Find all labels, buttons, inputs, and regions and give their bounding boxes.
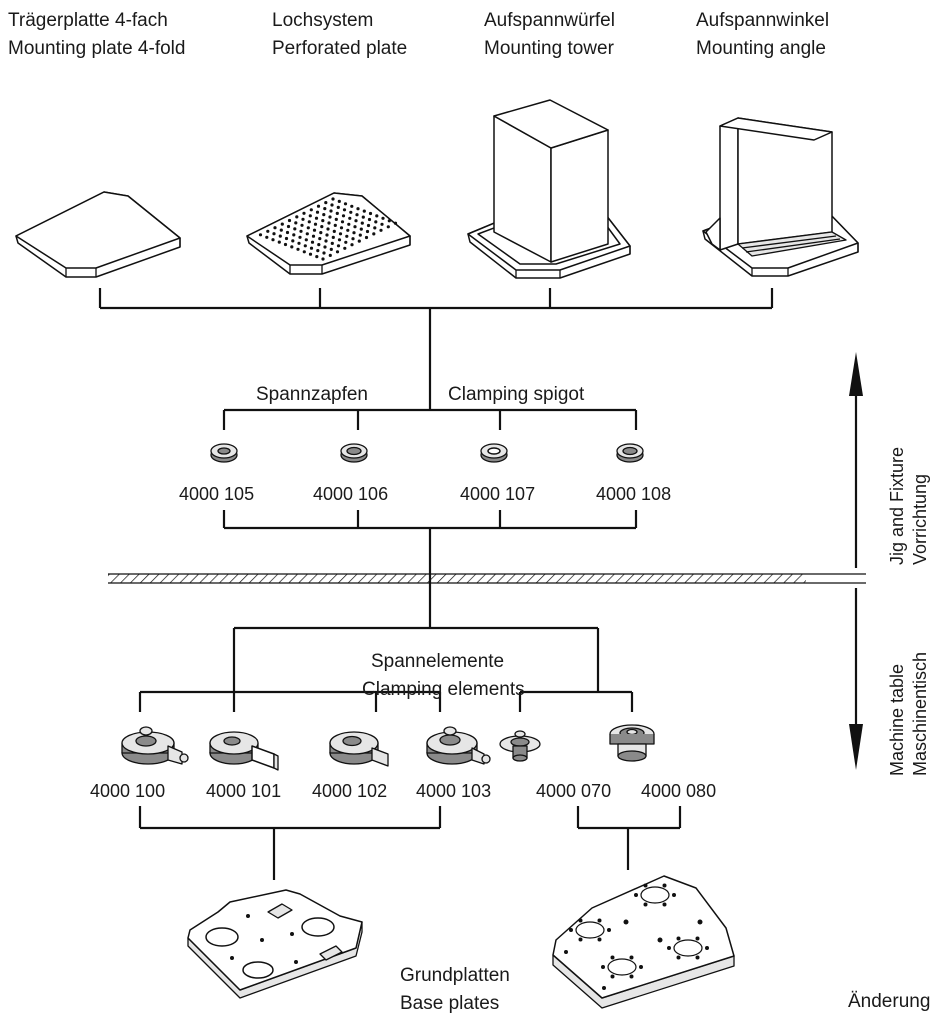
clamping-element-icon-4000-070: [499, 730, 541, 762]
product-label-mounting-tower: Aufspannwürfel Mounting tower: [484, 10, 615, 59]
base-plate-left-illustration: [187, 889, 363, 999]
spigot-label-de: Spannzapfen: [256, 384, 368, 405]
spigot-code: 4000 106: [313, 484, 388, 504]
clamping-element-icon-4000-080: [609, 724, 655, 762]
spigot-code: 4000 108: [596, 484, 671, 504]
clamping-code: 4000 103: [416, 781, 491, 801]
spigot-code: 4000 105: [179, 484, 254, 504]
connector-clamping-top: [138, 626, 634, 712]
label-de: Lochsystem: [272, 10, 373, 31]
connector-spigot-bottom: [222, 510, 638, 628]
clamping-code: 4000 070: [536, 781, 611, 801]
spigot-icon-4000-106: [340, 443, 368, 463]
mounting-plate-illustration: [15, 191, 181, 278]
arrow-up-jig-fixture: [849, 352, 863, 568]
footer-change-note: Änderung: [848, 991, 930, 1012]
label-de: Trägerplatte 4-fach: [8, 10, 168, 31]
clamping-code: 4000 102: [312, 781, 387, 801]
spigot-icon-4000-105: [210, 443, 238, 463]
clamping-code: 4000 101: [206, 781, 281, 801]
clamping-code: 4000 100: [90, 781, 165, 801]
clamping-element-icon-4000-100: [121, 726, 189, 765]
mounting-tower-illustration: [467, 99, 631, 279]
product-label-perforated-plate: Lochsystem Perforated plate: [272, 10, 407, 59]
product-label-mounting-plate: Trägerplatte 4-fach Mounting plate 4-fol…: [8, 10, 185, 59]
spigot-code: 4000 107: [460, 484, 535, 504]
base-label-de: Grundplatten: [400, 965, 510, 986]
clamping-element-icon-4000-101: [209, 731, 279, 771]
interface-divider: [108, 573, 866, 584]
label-de: Aufspannwürfel: [484, 10, 615, 31]
side-label-upper-de: Vorrichtung: [910, 474, 930, 565]
label-en: Mounting angle: [696, 38, 826, 59]
perforation-holes: [258, 197, 398, 261]
clamping-element-icon-4000-102: [329, 731, 389, 767]
label-en: Mounting tower: [484, 38, 615, 59]
spigot-icon-4000-108: [616, 443, 644, 463]
clamping-code: 4000 080: [641, 781, 716, 801]
connector-spigot-top: [222, 408, 638, 430]
base-plate-right-illustration: [552, 875, 735, 1009]
side-label-lower-de: Maschinentisch: [910, 652, 930, 776]
side-label-upper-en: Jig and Fixture: [887, 447, 907, 565]
label-en: Perforated plate: [272, 38, 407, 59]
mounting-angle-illustration: [702, 117, 859, 277]
product-label-mounting-angle: Aufspannwinkel Mounting angle: [696, 10, 829, 59]
perforated-plate-illustration: [246, 192, 411, 275]
spigot-icon-4000-107: [480, 443, 508, 463]
clamping-label-en: Clamping elements: [362, 679, 525, 700]
base-label-en: Base plates: [400, 993, 499, 1014]
side-label-lower-en: Machine table: [887, 664, 907, 776]
clamping-element-icon-4000-103: [426, 726, 491, 765]
label-en: Mounting plate 4-fold: [8, 38, 185, 59]
label-de: Aufspannwinkel: [696, 10, 829, 31]
connector-products: [98, 288, 774, 410]
spigot-label-en: Clamping spigot: [448, 384, 585, 405]
arrow-down-machine-table: [849, 588, 863, 770]
connector-clamping-bottom: [138, 806, 682, 880]
clamping-label-de: Spannelemente: [371, 651, 504, 672]
